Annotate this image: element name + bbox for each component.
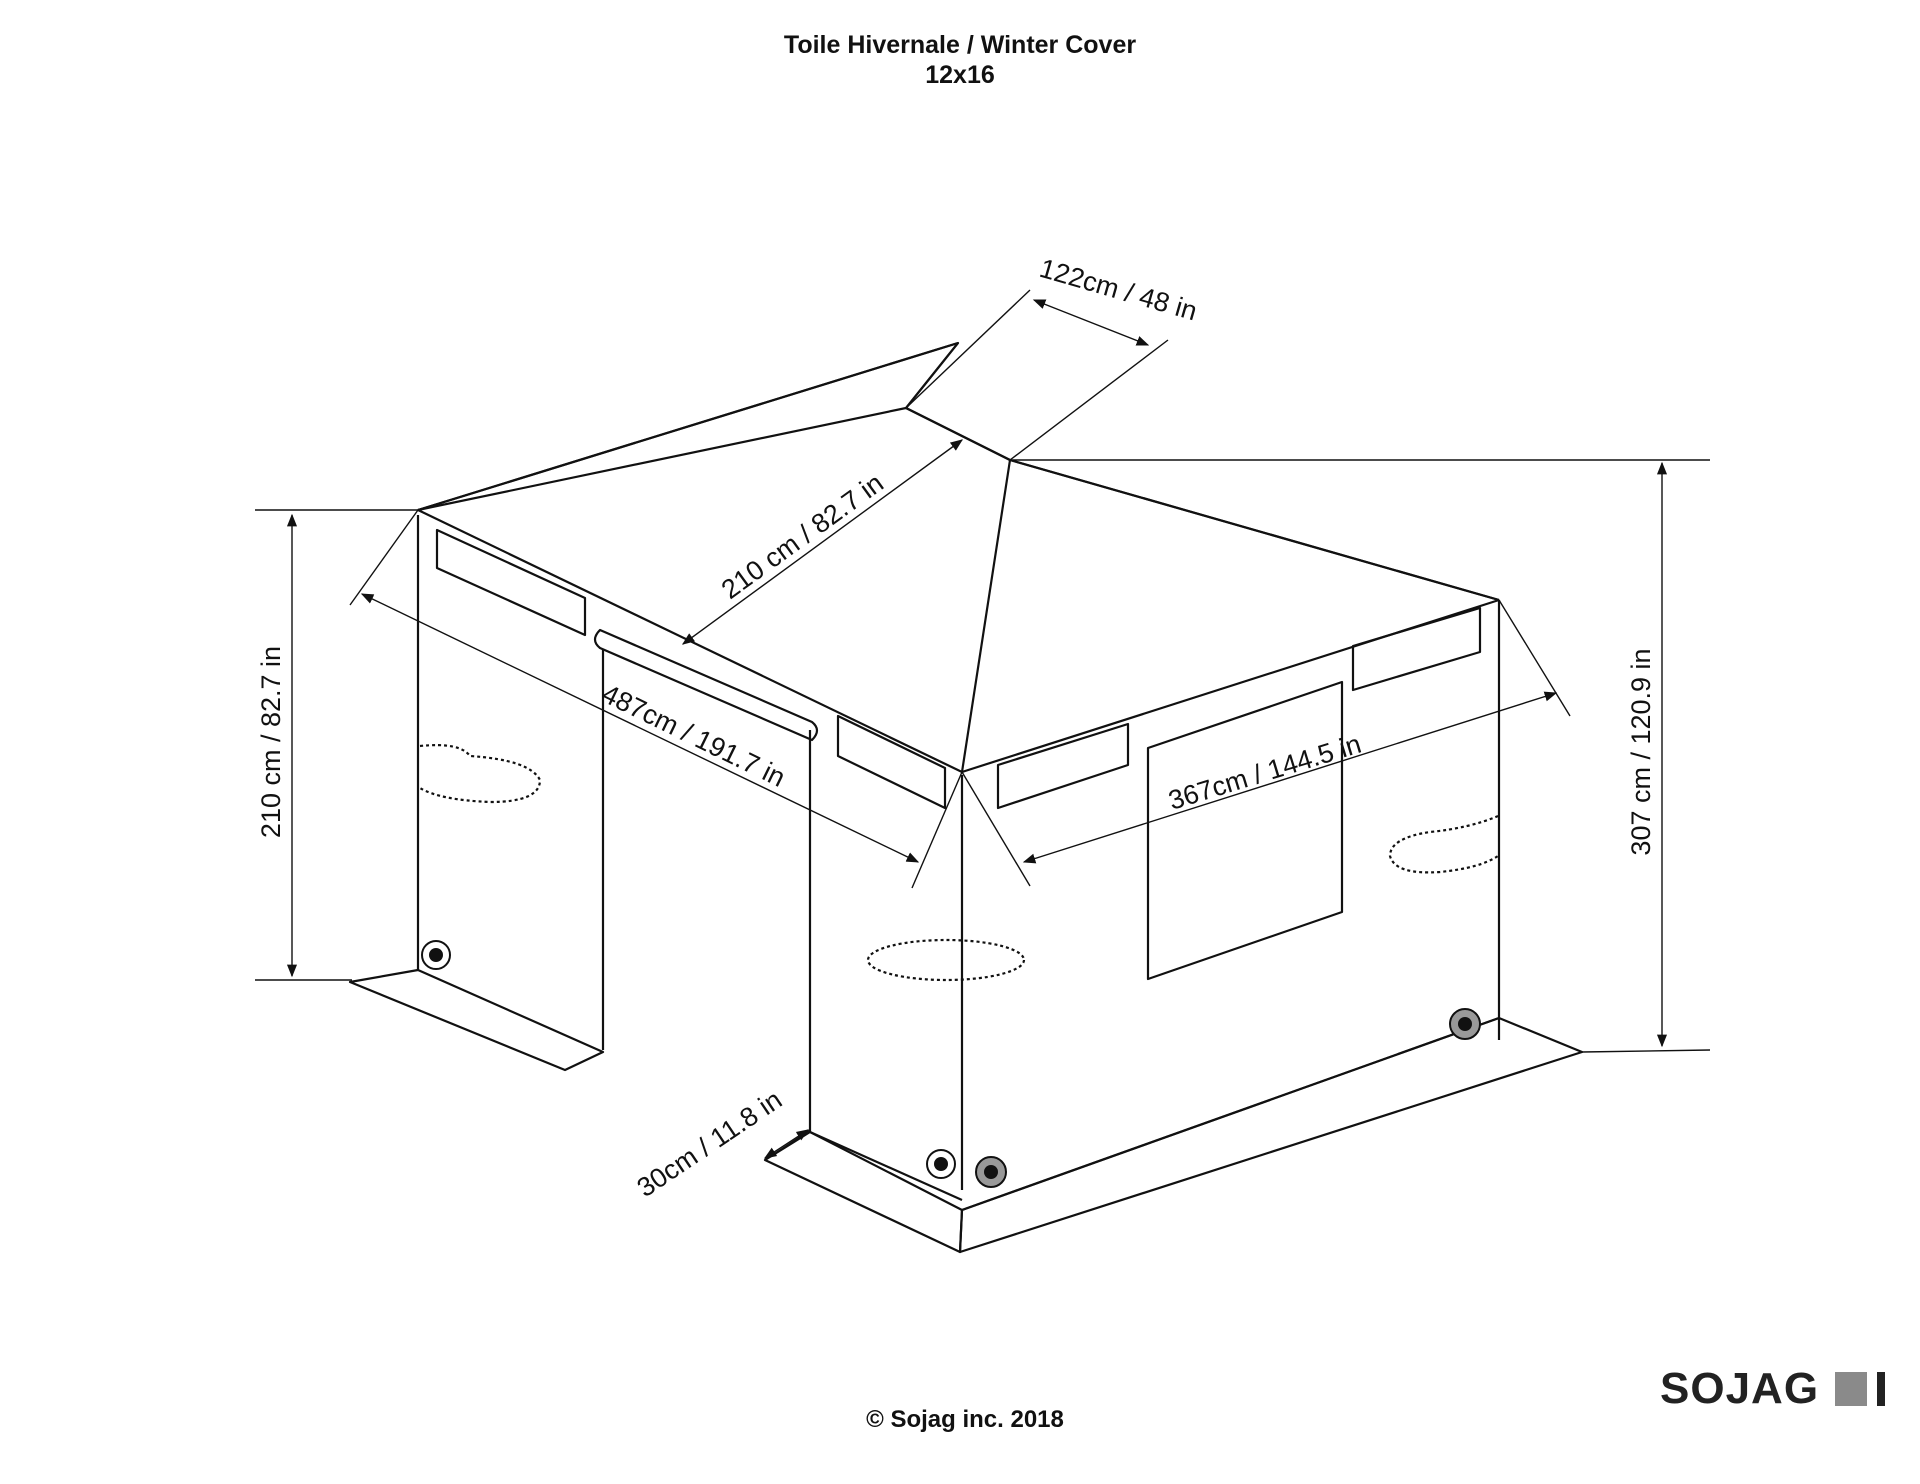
skirt-right (958, 1016, 1584, 1254)
grommet-left (421, 940, 451, 970)
dim-side-width-label: 367cm / 144.5 in (1165, 729, 1365, 816)
dim-skirt-depth-label: 30cm / 11.8 in (632, 1084, 788, 1203)
dim-total-height-label: 307 cm / 120.9 in (1626, 648, 1656, 855)
dim-front-length-arrow (360, 593, 920, 863)
logo-bar-icon (1877, 1372, 1886, 1406)
vent-right-2 (1351, 606, 1482, 692)
cover-outline (348, 341, 1584, 1254)
vent-left-2 (836, 714, 947, 810)
handle-right (1388, 814, 1499, 874)
roof-top-left-slope (417, 341, 959, 512)
grommet-right (1449, 1008, 1481, 1040)
dim-left-height-label: 210 cm / 82.7 in (256, 646, 286, 838)
grommet-front-2 (975, 1156, 1007, 1188)
vent-right-1 (996, 722, 1130, 810)
handle-front (866, 938, 1026, 982)
vent-left-1 (435, 528, 587, 637)
extension-lines (255, 289, 1711, 1161)
dim-side-width-arrow (1022, 691, 1558, 864)
roof-right-edge (1009, 458, 1500, 602)
sojag-logo: SOJAG (1660, 1364, 1886, 1414)
dim-roof-slope-arrow (681, 439, 964, 645)
dim-roof-slope-label: 210 cm / 82.7 in (716, 468, 889, 605)
front-wall-bottom (809, 1130, 963, 1202)
right-window (1146, 680, 1344, 981)
roof-hip (960, 459, 1012, 773)
grommets (421, 940, 1481, 1188)
logo-square-icon (1835, 1372, 1868, 1406)
copyright-notice: © Sojag inc. 2018 (866, 1406, 1064, 1433)
dim-front-length-label: 487cm / 191.7 in (597, 678, 790, 792)
diagram-subtitle: 12x16 (925, 61, 995, 89)
dimension-arrows (286, 299, 1668, 1159)
roof-ridge (417, 341, 1500, 602)
grommet-front-1 (926, 1149, 956, 1179)
roof-rear-edge (417, 406, 907, 512)
dim-skirt-depth-arrow (763, 1129, 810, 1159)
handle-left (419, 744, 542, 804)
diagram-title-block: Toile Hivernale / Winter Cover 12x16 (0, 30, 1920, 90)
skirt-right-top (961, 1016, 1500, 1212)
roof-top-right-slope (905, 342, 959, 409)
roof-top-back (905, 407, 1011, 461)
skirt-left (348, 968, 605, 1072)
diagram-title: Toile Hivernale / Winter Cover (783, 31, 1137, 59)
dim-top-width-label: 122cm / 48 in (1036, 253, 1200, 327)
skirt-front (763, 1131, 964, 1254)
dim-top-width-arrow (1032, 299, 1150, 346)
logo-text: SOJAG (1660, 1364, 1820, 1413)
